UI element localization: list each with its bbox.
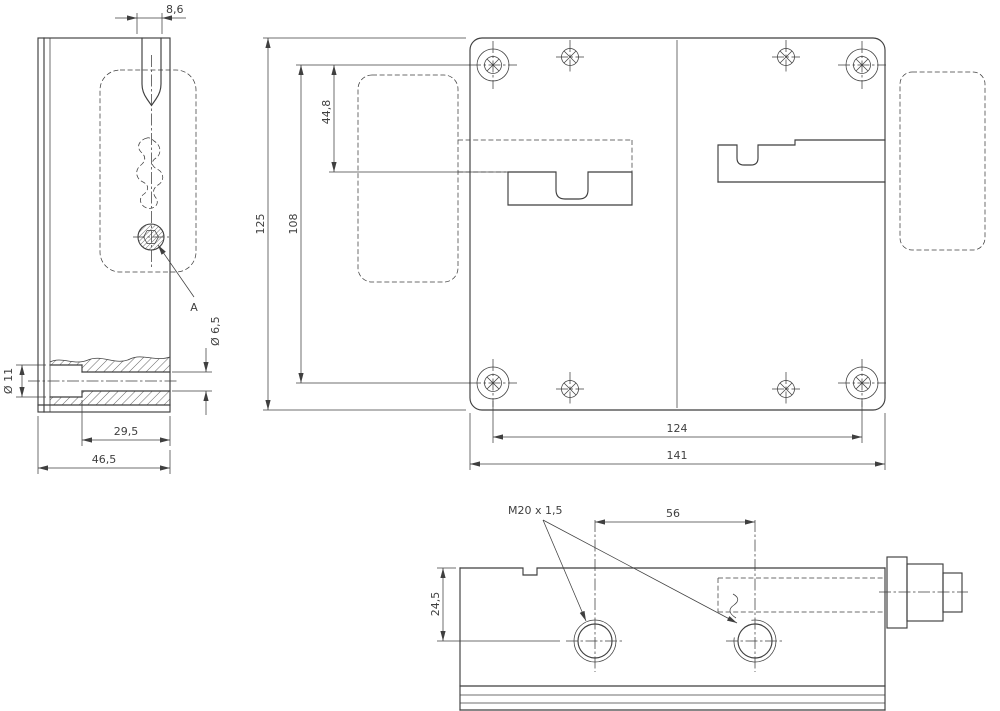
partial-break-line <box>729 593 739 619</box>
screw-hole-bottom-right <box>838 359 886 407</box>
dim-label: 108 <box>287 214 300 235</box>
dim-label: 24,5 <box>429 592 442 617</box>
cover-screw-top-left <box>556 40 584 74</box>
dim-depth-total: 46,5 <box>37 416 171 474</box>
dim-height-total: 125 <box>254 37 466 411</box>
break-line <box>49 356 171 363</box>
dim-slot-width: 8,6 <box>115 3 186 34</box>
fastener-detail-a: A <box>133 223 198 314</box>
follower-plate-left <box>507 171 633 206</box>
dim-gland-spacing: 56 <box>595 507 755 525</box>
dim-bore-large: Ø 11 <box>2 364 46 398</box>
side-body-outline <box>37 37 171 413</box>
bottom-view-outline <box>459 567 886 711</box>
dim-label: 124 <box>667 422 688 435</box>
thread-callout: M20 x 1,5 <box>508 504 738 624</box>
dim-label: Ø 6,5 <box>209 316 222 346</box>
dim-width-holes: 124 <box>492 401 863 443</box>
side-view-section <box>28 356 178 406</box>
dim-label: 44,8 <box>320 100 333 125</box>
gland-hole-right <box>726 520 784 672</box>
dim-label: 46,5 <box>92 453 117 466</box>
hatch-upper <box>50 356 170 372</box>
detail-a-leader <box>157 244 195 298</box>
dim-face-height: 24,5 <box>429 567 560 642</box>
hidden-left-plate <box>357 74 459 283</box>
dim-bore-small: Ø 6,5 <box>172 316 222 415</box>
thread-label: M20 x 1,5 <box>508 504 562 517</box>
front-view: 125 108 44,8 124 141 <box>254 37 986 470</box>
gland-hole-left <box>566 520 624 672</box>
dim-label: 141 <box>667 449 688 462</box>
hidden-escutcheon-outline <box>99 69 197 273</box>
side-view: A 8,6 Ø 11 <box>2 3 222 474</box>
dim-depth-inner: 29,5 <box>81 400 171 446</box>
dim-label: Ø 11 <box>2 368 15 394</box>
dim-height-holes: 108 <box>287 64 470 384</box>
dim-label: 56 <box>666 507 680 520</box>
cover-screw-top-right <box>772 40 800 74</box>
dim-label: 8,6 <box>166 3 184 16</box>
follower-plate-right <box>717 139 886 183</box>
screw-hole-top-left <box>469 41 517 89</box>
dim-width-total: 141 <box>469 413 886 470</box>
hidden-right-plate <box>899 71 986 251</box>
case-outline <box>469 37 886 411</box>
cable-gland-fitting <box>879 556 968 629</box>
side-view-hidden-features <box>99 69 197 273</box>
dim-label: 125 <box>254 214 267 235</box>
screw-hole-bottom-left <box>469 359 517 407</box>
side-view-outline <box>37 37 171 413</box>
cover-screw-bottom-right <box>772 372 800 406</box>
cover-screw-bottom-left <box>556 372 584 406</box>
screw-hole-top-right <box>838 41 886 89</box>
dim-label: 29,5 <box>114 425 139 438</box>
detail-a-label: A <box>190 301 198 314</box>
dim-height-upper: 44,8 <box>320 65 506 173</box>
hidden-spring-contour <box>136 137 164 209</box>
bottom-view: M20 x 1,5 56 24,5 <box>429 504 968 711</box>
hatch-lower <box>50 391 170 405</box>
